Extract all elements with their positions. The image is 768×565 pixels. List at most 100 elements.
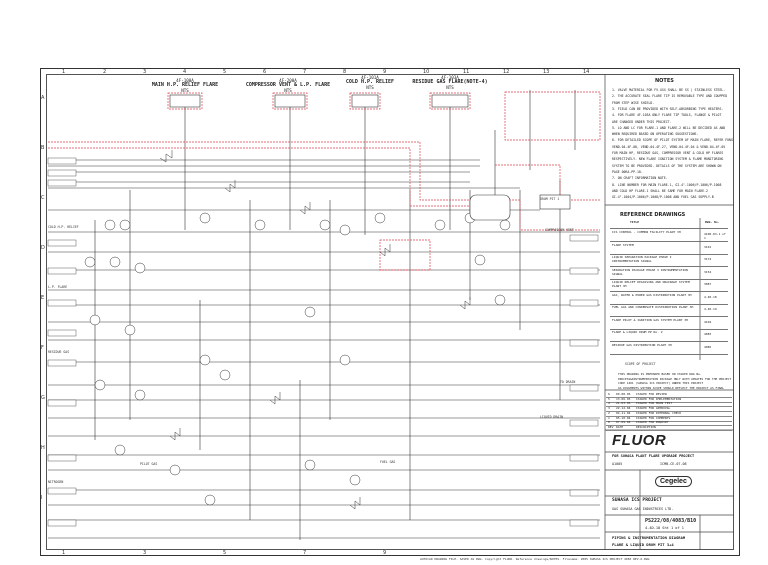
grid-col-8: 8 bbox=[343, 69, 347, 75]
reference-title: REFERENCE DRAWINGS bbox=[620, 212, 686, 218]
flare-header-residue-gas: 4F-103A RESIDUE GAS FLARE(NOTE-4) NTS bbox=[412, 75, 488, 90]
revision-rev: 5 bbox=[608, 396, 610, 401]
label-fuel-gas: FUEL GAS bbox=[380, 460, 396, 464]
sheet-number: 4-4D-18 Sht 1 of 1 bbox=[645, 526, 684, 530]
reference-dwg-cell: 4085 bbox=[704, 344, 712, 349]
drawing-frame bbox=[40, 68, 740, 556]
grid-col-12: 12 bbox=[503, 69, 510, 75]
note-line: RESPECTIVELY. NEW FLARE IGNITION SYSTEM … bbox=[612, 157, 724, 162]
reference-row: SEPARATION PACKAGE PHASE I INSTRUMENTATI… bbox=[610, 267, 728, 280]
revision-date: 09.08.05 bbox=[616, 392, 631, 396]
grid-col-9-b: 9 bbox=[383, 550, 387, 556]
reference-title-cell: RESIDUE GAS DISTRIBUTION PLANT 3H bbox=[612, 342, 672, 347]
reference-row: FUEL GAS AND CONDENSATE DISTRIBUTION PLA… bbox=[610, 304, 728, 317]
revision-rev: 6 bbox=[608, 392, 610, 396]
revision-date: 13.06.05 bbox=[616, 396, 631, 401]
project-name: SUHASA ICS PROJECT bbox=[612, 498, 662, 503]
grid-col-9: 9 bbox=[383, 69, 387, 75]
reference-dwg-cell: 3101 bbox=[704, 244, 712, 249]
note-line: 5. LO AND LC FOR FLARE-1 AND FLARE-2 WIL… bbox=[612, 125, 726, 130]
revision-rev: 4 bbox=[608, 401, 610, 406]
label-pilot-gas: PILOT GAS bbox=[140, 462, 158, 466]
note-line: WHEN REQUIRED BASED ON OPERATING SUGGEST… bbox=[612, 132, 699, 137]
revision-row: 1 05.10.04 ISSUED FOR COMMENTS bbox=[606, 416, 732, 422]
reference-dwg-cell: 4100-03-1 of 1 bbox=[704, 232, 726, 240]
grid-col-13: 13 bbox=[543, 69, 550, 75]
note-line: 4. FOR FLARE 4F-103A ONLY FLARE TIP TOOL… bbox=[612, 113, 722, 118]
label-residue: RESIDUE GAS bbox=[48, 350, 70, 354]
reference-row: LIQUID SEPARATION PACKAGE PHASE I INSTRU… bbox=[610, 254, 728, 267]
grid-col-3: 3 bbox=[143, 69, 147, 75]
scope-note: SCOPE OF PROJECT bbox=[625, 362, 656, 366]
note-line: 7. ON CRAFT INFORMATION NOTE. bbox=[612, 176, 668, 181]
fluor-logo: FLUOR bbox=[612, 432, 667, 449]
grid-row-g: G bbox=[41, 395, 45, 401]
revision-rev: 0 bbox=[608, 420, 610, 425]
grid-col-4: 4 bbox=[183, 69, 187, 75]
reference-dwg-cell: 4-40-19 bbox=[704, 307, 717, 311]
grid-row-h: H bbox=[41, 445, 45, 451]
grid-col-3-b: 3 bbox=[143, 550, 147, 556]
reference-title-cell: LIQUID SEPARATION PACKAGE PHASE I INSTRU… bbox=[612, 255, 672, 263]
revision-desc: ISSUED FOR COMMENTS bbox=[636, 415, 671, 420]
drawing-title-2: FLARE & LIQUID DRUM PIT 3+4 bbox=[612, 542, 674, 547]
revision-date: 21.03.05 bbox=[616, 401, 631, 406]
reference-dwg-cell: 3087 bbox=[704, 282, 712, 286]
note-line: 8. LINE NUMBER FOR MAIN FLARE-1, GI-4"-1… bbox=[612, 182, 722, 187]
note-line: PAGE 00RA-PP-10. bbox=[612, 169, 643, 174]
reference-row: RESIDUE GAS DISTRIBUTION PLANT 3H 4085 bbox=[610, 342, 728, 355]
reference-title-cell: SEPARATION PACKAGE PHASE I INSTRUMENTATI… bbox=[612, 267, 688, 276]
note-line: 6. FOR DETAILED SCOPE OF PILOT SYSTEM OF… bbox=[612, 138, 733, 143]
note-line: ARE CHANGED UNDER THIS PROJECT. bbox=[612, 119, 672, 124]
reference-title-cell: FLARE & LIQUID DRUM PP No. 2 bbox=[612, 330, 663, 334]
grid-row-i: I bbox=[41, 495, 43, 501]
reference-title-cell: GAS, WATER & POWER GAS DISTRIBUTION PLAN… bbox=[612, 292, 692, 297]
reference-title-cell: FLARE SYSTEM bbox=[612, 242, 634, 247]
grid-col-7-b: 7 bbox=[303, 550, 307, 556]
reference-dwg-cell: 4-40-18 bbox=[704, 294, 717, 299]
revision-rev: REV bbox=[608, 424, 614, 429]
revision-date: 04.11.04 bbox=[616, 410, 631, 415]
grid-col-1: 1 bbox=[62, 69, 66, 75]
drawing-number: PS222/08/4083/B10 bbox=[645, 518, 697, 524]
note-line: AND COLD HP FLARE-1 SHALL BE SAME FOR MA… bbox=[612, 188, 708, 193]
revision-date: 05.10.04 bbox=[616, 415, 631, 420]
reference-row: GAS, WATER & POWER GAS DISTRIBUTION PLAN… bbox=[610, 292, 728, 305]
reference-title-cell: FUEL GAS AND CONDENSATE DISTRIBUTION PLA… bbox=[612, 305, 694, 309]
client-name: GAS SUHASA GAS INDUSTRIES LTD. bbox=[612, 507, 674, 511]
grid-row-f: F bbox=[41, 345, 44, 351]
revision-date: 07.09.04 bbox=[616, 420, 631, 425]
cegelec-logo: Cegelec bbox=[655, 476, 692, 487]
reference-dwg-cell: 4083 bbox=[704, 332, 712, 336]
grid-col-11: 11 bbox=[463, 69, 470, 75]
reference-title-cell: ICS CONTROL - COMMON FACILITY PLANT 3H bbox=[612, 230, 681, 234]
grid-row-a: A bbox=[41, 95, 45, 101]
revision-desc: ISSUED FOR IMPLEMENTATION bbox=[636, 396, 682, 401]
label-cold-hp: COLD H.P. RELIEF bbox=[48, 225, 79, 229]
label-drum: DRUM PIT 1 bbox=[540, 197, 560, 201]
label-lp-flare: L.P. FLARE bbox=[48, 285, 68, 289]
grid-row-c: C bbox=[41, 195, 45, 201]
revision-desc: DESCRIPTION bbox=[636, 424, 656, 429]
label-liquid-drain: LIQUID DRAIN bbox=[540, 415, 564, 419]
flare-header-compressor-vent: 4F-200A COMPRESSOR VENT & L.P. FLARE NTS bbox=[245, 78, 331, 93]
file-footer: AUTOCAD DRAWING FILE. SAVED AS DWG. Copy… bbox=[420, 557, 650, 561]
revision-rev: 1 bbox=[608, 415, 610, 420]
revision-rev: 2 bbox=[608, 410, 610, 415]
drawing-title-1: PIPING & INSTRUMENTATION DIAGRAM bbox=[612, 535, 686, 540]
grid-col-7: 7 bbox=[303, 69, 307, 75]
grid-col-14: 14 bbox=[583, 69, 590, 75]
flare-header-cold-hp: 4F-101A COLD H.P. RELIEF NTS bbox=[345, 75, 395, 90]
reference-row: FLARE & LIQUID DRUM PP No. 2 4083 bbox=[610, 329, 728, 342]
label-nitrogen: NITROGEN bbox=[48, 480, 64, 484]
reference-row: ICS CONTROL - COMMON FACILITY PLANT 3H 41… bbox=[610, 229, 728, 242]
note-line: FOR MAIN HP, RESIDUE GAS, COMPRESSOR VEN… bbox=[612, 151, 724, 155]
contract-no: ICMB-CE-07-08 bbox=[660, 462, 687, 466]
reference-row: FLARE PILOT & IGNITION GAS SYSTEM PLANT … bbox=[610, 317, 728, 330]
